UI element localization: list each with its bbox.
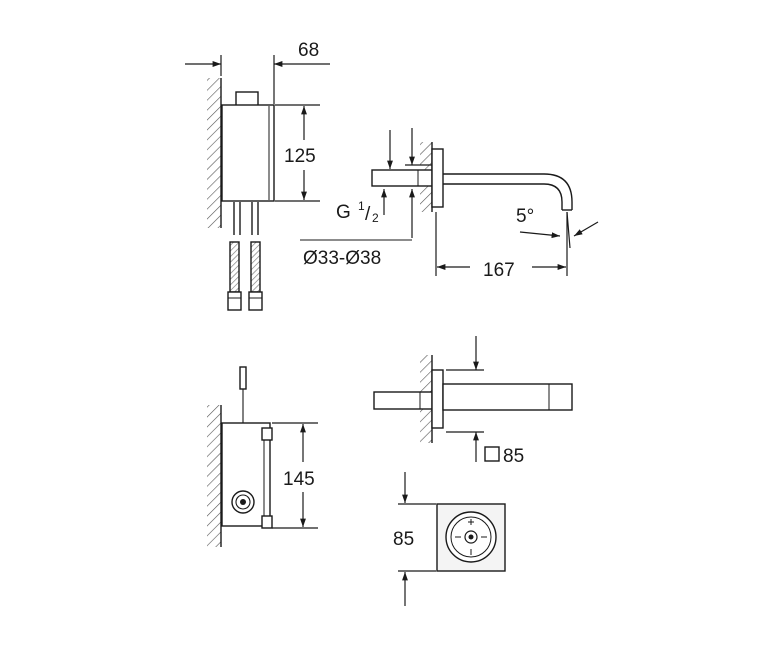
control-plate-front	[436, 503, 506, 572]
dim-square-label: 85	[503, 446, 524, 467]
dim-145-label: 145	[283, 469, 315, 490]
dim-167-label: 167	[483, 260, 515, 281]
plate-sensor-dot	[468, 534, 474, 540]
control-side-view	[207, 366, 273, 547]
fitting-left	[227, 291, 242, 311]
square-spout	[442, 383, 573, 411]
dim-angle	[519, 211, 599, 250]
thread-fraction-num: 1	[358, 199, 365, 213]
fitting-right	[248, 291, 263, 311]
hose-right	[250, 241, 261, 293]
hose-left	[229, 241, 240, 293]
dim-box-depth	[185, 55, 330, 104]
wall-hatch-1	[207, 78, 221, 228]
dim-85-label: 85	[393, 529, 414, 550]
wall-plate-2	[431, 369, 444, 429]
dim-thread-marks	[300, 128, 432, 241]
box-side-view	[207, 78, 275, 311]
angle-arrow-right	[573, 221, 599, 237]
box-clip-bottom	[261, 515, 273, 529]
spout-square-view	[373, 355, 573, 443]
angle-tilt-line	[566, 211, 571, 249]
cable-plug	[239, 366, 247, 390]
mounting-body-2	[373, 391, 433, 410]
thread-label: G	[336, 202, 351, 223]
thread-fraction-den: 2	[372, 211, 379, 225]
dim-125-label: 125	[284, 146, 316, 167]
diameter-label: Ø33-Ø38	[303, 248, 381, 269]
square-symbol	[484, 446, 500, 462]
mounting-body	[371, 169, 433, 187]
box-clip-top	[261, 427, 273, 441]
wall-plate	[431, 148, 444, 208]
dim-box-height	[275, 104, 320, 202]
box-body	[221, 104, 275, 202]
spout-side-view	[371, 142, 573, 212]
dim-control-height	[272, 422, 318, 529]
dim-68-label: 68	[298, 40, 319, 61]
spout-top-edge	[443, 173, 573, 210]
spout-bottom-edge	[443, 183, 563, 210]
box-top-cap	[235, 91, 259, 107]
angle-label: 5°	[516, 206, 534, 227]
dim-plate-height	[398, 472, 436, 606]
thread-fraction-slash: /	[365, 204, 371, 225]
sensor-center	[240, 499, 246, 505]
dim-spout-length	[435, 212, 568, 276]
angle-arrow-left	[519, 231, 561, 239]
wall-hatch-3	[207, 405, 221, 547]
dim-square-marks	[446, 336, 500, 462]
